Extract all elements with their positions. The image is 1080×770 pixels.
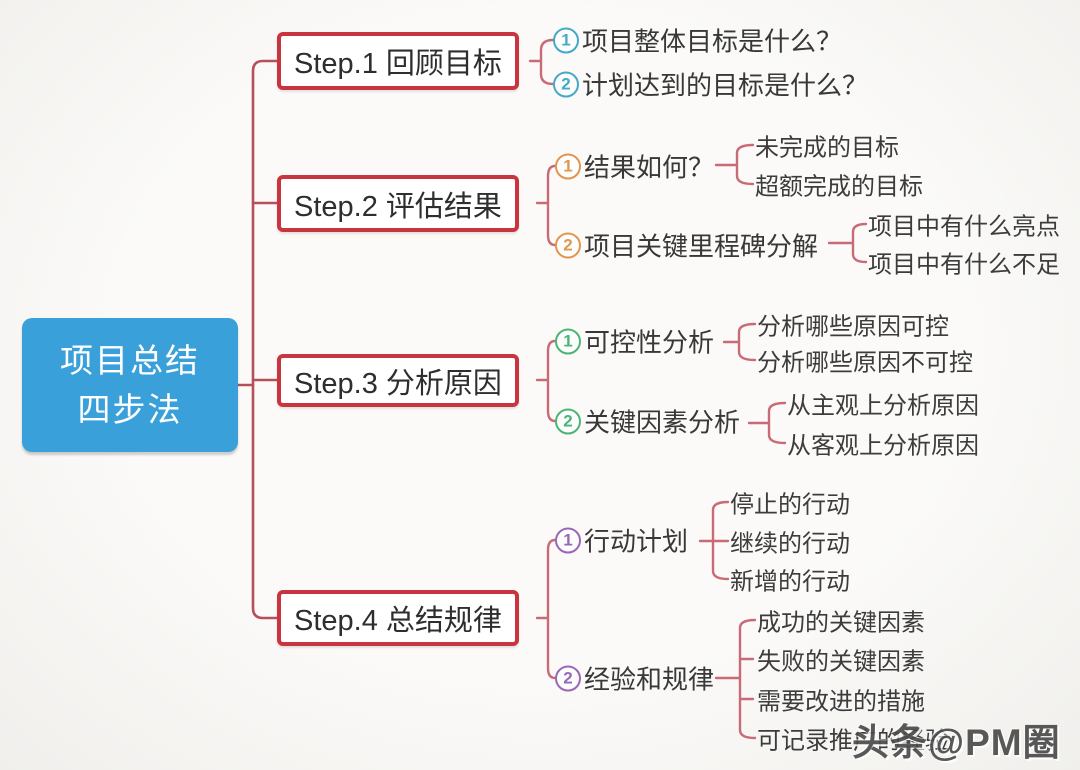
- topic-controllability: 1 可控性分析: [555, 323, 714, 360]
- leaf-subjective-analysis: 从主观上分析原因: [787, 392, 979, 420]
- topic-milestones: 2 项目关键里程碑分解: [555, 227, 818, 264]
- topic-planned-goal: 2 计划达到的目标是什么？: [553, 66, 868, 103]
- circled-number-icon: 1: [553, 27, 579, 53]
- root-label-line2: 四步法: [77, 391, 183, 428]
- bracket-step4-children: [535, 538, 557, 680]
- step4-node: Step.4 总结规律: [277, 590, 519, 646]
- step1-node: Step.1 回顾目标: [277, 32, 519, 90]
- step2-node: Step.2 评估结果: [277, 175, 519, 232]
- circled-number-icon: 2: [553, 71, 579, 97]
- topic-key-factors: 2 关键因素分析: [555, 403, 740, 440]
- leaf-continue-actions: 继续的行动: [730, 530, 850, 558]
- root-label-line1: 项目总结: [60, 341, 200, 379]
- leaf-highlights: 项目中有什么亮点: [868, 213, 1060, 241]
- leaf-improvement-measures: 需要改进的措施: [757, 688, 925, 716]
- topic-label: 关键因素分析: [584, 407, 741, 438]
- topic-overall-goal: 1 项目整体目标是什么？: [553, 22, 842, 59]
- watermark: 头条@PM圈子: [852, 722, 1061, 763]
- bracket-experience-leaves: [714, 618, 757, 740]
- topic-label: 行动计划: [584, 526, 689, 557]
- circled-number-icon: 2: [555, 665, 581, 691]
- leaf-exceeded-goals: 超额完成的目标: [755, 173, 923, 201]
- circled-number-icon: 1: [555, 328, 581, 354]
- circled-number-icon: 2: [555, 232, 581, 258]
- leaf-unfinished-goals: 未完成的目标: [755, 134, 899, 162]
- topic-label: 计划达到的目标是什么？: [582, 70, 869, 101]
- topic-results: 1 结果如何？: [555, 148, 714, 185]
- topic-label: 可控性分析: [584, 327, 715, 358]
- bracket-step1-children: [528, 38, 555, 86]
- bracket-step2-children: [535, 164, 557, 247]
- circled-number-icon: 2: [555, 408, 581, 434]
- step3-label: Step.3 分析原因: [294, 367, 502, 400]
- leaf-failure-factors: 失败的关键因素: [757, 648, 925, 676]
- step3-node: Step.3 分析原因: [277, 354, 519, 407]
- circled-number-icon: 1: [555, 527, 581, 553]
- bracket-results-leaves: [714, 143, 755, 186]
- topic-label: 项目整体目标是什么？: [582, 26, 843, 57]
- root-node: 项目总结 四步法: [22, 318, 238, 452]
- leaf-promotable-experience: 可记录推广的经验: [757, 727, 949, 755]
- bracket-step3-children: [535, 339, 557, 423]
- topic-label: 结果如何？: [584, 152, 715, 183]
- connector-trunk: [251, 59, 279, 620]
- leaf-stop-actions: 停止的行动: [730, 491, 850, 519]
- bracket-controllability-leaves: [722, 322, 757, 362]
- step4-label: Step.4 总结规律: [294, 605, 502, 637]
- topic-experience-rules: 2 经验和规律: [555, 660, 714, 697]
- leaf-new-actions: 新增的行动: [730, 568, 850, 596]
- leaf-controllable-causes: 分析哪些原因可控: [757, 313, 949, 341]
- bracket-actionplan-leaves: [698, 500, 730, 581]
- leaf-uncontrollable-causes: 分析哪些原因不可控: [757, 349, 973, 377]
- bracket-milestone-leaves: [827, 222, 868, 264]
- bracket-keyfactor-leaves: [747, 401, 787, 445]
- leaf-success-factors: 成功的关键因素: [757, 609, 925, 637]
- topic-action-plan: 1 行动计划: [555, 522, 688, 559]
- step1-label: Step.1 回顾目标: [294, 48, 502, 80]
- leaf-objective-analysis: 从客观上分析原因: [787, 432, 979, 460]
- circled-number-icon: 1: [555, 153, 581, 179]
- step2-label: Step.2 评估结果: [294, 190, 502, 223]
- leaf-shortcomings: 项目中有什么不足: [868, 251, 1060, 279]
- topic-label: 项目关键里程碑分解: [584, 231, 819, 262]
- topic-label: 经验和规律: [584, 664, 715, 695]
